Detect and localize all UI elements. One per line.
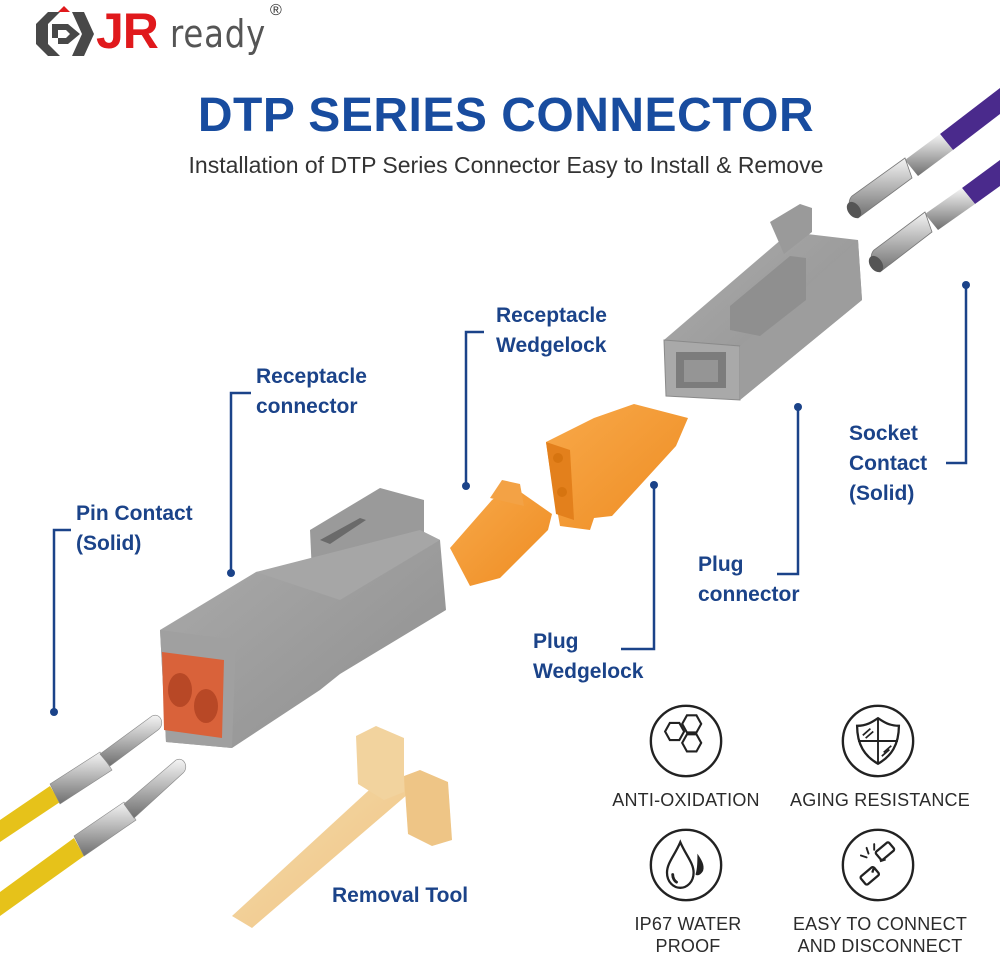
callout-plug-connector: Plug connector (698, 550, 800, 610)
page-subtitle: Installation of DTP Series Connector Eas… (188, 152, 824, 178)
feature-label-line: IP67 WATER (634, 914, 742, 934)
socket-contact-1 (846, 88, 1000, 219)
brand-logo: JR ready ® (30, 2, 300, 66)
leader-socket-contact (946, 285, 968, 465)
socket-contact-pair (846, 88, 1000, 273)
feature-aging-resistance (840, 703, 916, 784)
feature-label-aging-resistance: AGING RESISTANCE (790, 790, 970, 810)
callout-removal-tool: Removal Tool (332, 881, 468, 911)
broken-link-icon (841, 828, 915, 902)
callout-pin-contact: Pin Contact (Solid) (76, 499, 193, 559)
callout-line: Receptacle (496, 304, 607, 327)
leader-receptacle-wedgelock (464, 330, 484, 485)
removal-tool (232, 726, 452, 928)
callout-plug-wedgelock: Plug Wedgelock (533, 627, 643, 687)
receptacle-connector-body (160, 488, 446, 748)
feature-label-line: EASY TO CONNECT (792, 914, 968, 934)
leader-receptacle-connector (229, 391, 251, 572)
pin-contact-1 (0, 714, 163, 842)
callout-socket-contact: Socket Contact (Solid) (849, 419, 927, 509)
callout-line: Receptacle (256, 365, 367, 388)
receptacle-wedgelock (450, 480, 552, 586)
leader-pin-contact (52, 528, 71, 711)
hexagon-cluster-icon (649, 704, 723, 778)
logo-jr-text: JR (96, 3, 159, 59)
callout-line: (Solid) (849, 482, 915, 505)
feature-label-easy-connect: EASY TO CONNECT AND DISCONNECT (780, 913, 980, 957)
leader-plug-wedgelock (621, 486, 656, 651)
water-drop-icon (649, 828, 723, 902)
feature-label-line: AND DISCONNECT (797, 936, 963, 956)
callout-line: connector (698, 583, 800, 606)
leader-plug-connector (777, 408, 800, 576)
feature-ip67-waterproof (648, 827, 724, 908)
logo-ready-text: ready (170, 12, 267, 56)
callout-line: connector (256, 395, 358, 418)
callout-line: (Solid) (76, 532, 142, 555)
feature-label-line: PROOF (655, 936, 721, 956)
feature-anti-oxidation (648, 703, 724, 784)
callout-line: Wedgelock (533, 660, 644, 683)
page-title: DTP SERIES CONNECTOR (197, 89, 815, 142)
callout-receptacle-wedgelock: Receptacle Wedgelock (496, 301, 607, 361)
callout-line: Socket (849, 422, 918, 445)
plug-wedgelock (546, 404, 688, 530)
jr-logo-mark-icon (36, 6, 94, 56)
pin-contact-2 (0, 758, 187, 916)
callout-line: Contact (849, 452, 928, 475)
callout-line: Plug (698, 553, 744, 576)
callout-line: Removal Tool (332, 884, 469, 907)
socket-contact-2 (868, 160, 1000, 273)
callout-line: Plug (533, 630, 579, 653)
registered-mark: ® (270, 2, 282, 19)
callout-receptacle-connector: Receptacle connector (256, 362, 367, 422)
callout-line: Wedgelock (496, 334, 607, 357)
callout-anchor-dots (50, 281, 970, 716)
feature-easy-connect (840, 827, 916, 908)
callout-leader-lines (52, 285, 968, 711)
feature-label-anti-oxidation: ANTI-OXIDATION (612, 790, 760, 810)
shield-icon (841, 704, 915, 778)
callout-line: Pin Contact (76, 502, 193, 525)
plug-connector-body (663, 204, 862, 401)
feature-label-ip67-waterproof: IP67 WATER PROOF (600, 913, 776, 957)
pin-contact-pair (0, 714, 187, 916)
